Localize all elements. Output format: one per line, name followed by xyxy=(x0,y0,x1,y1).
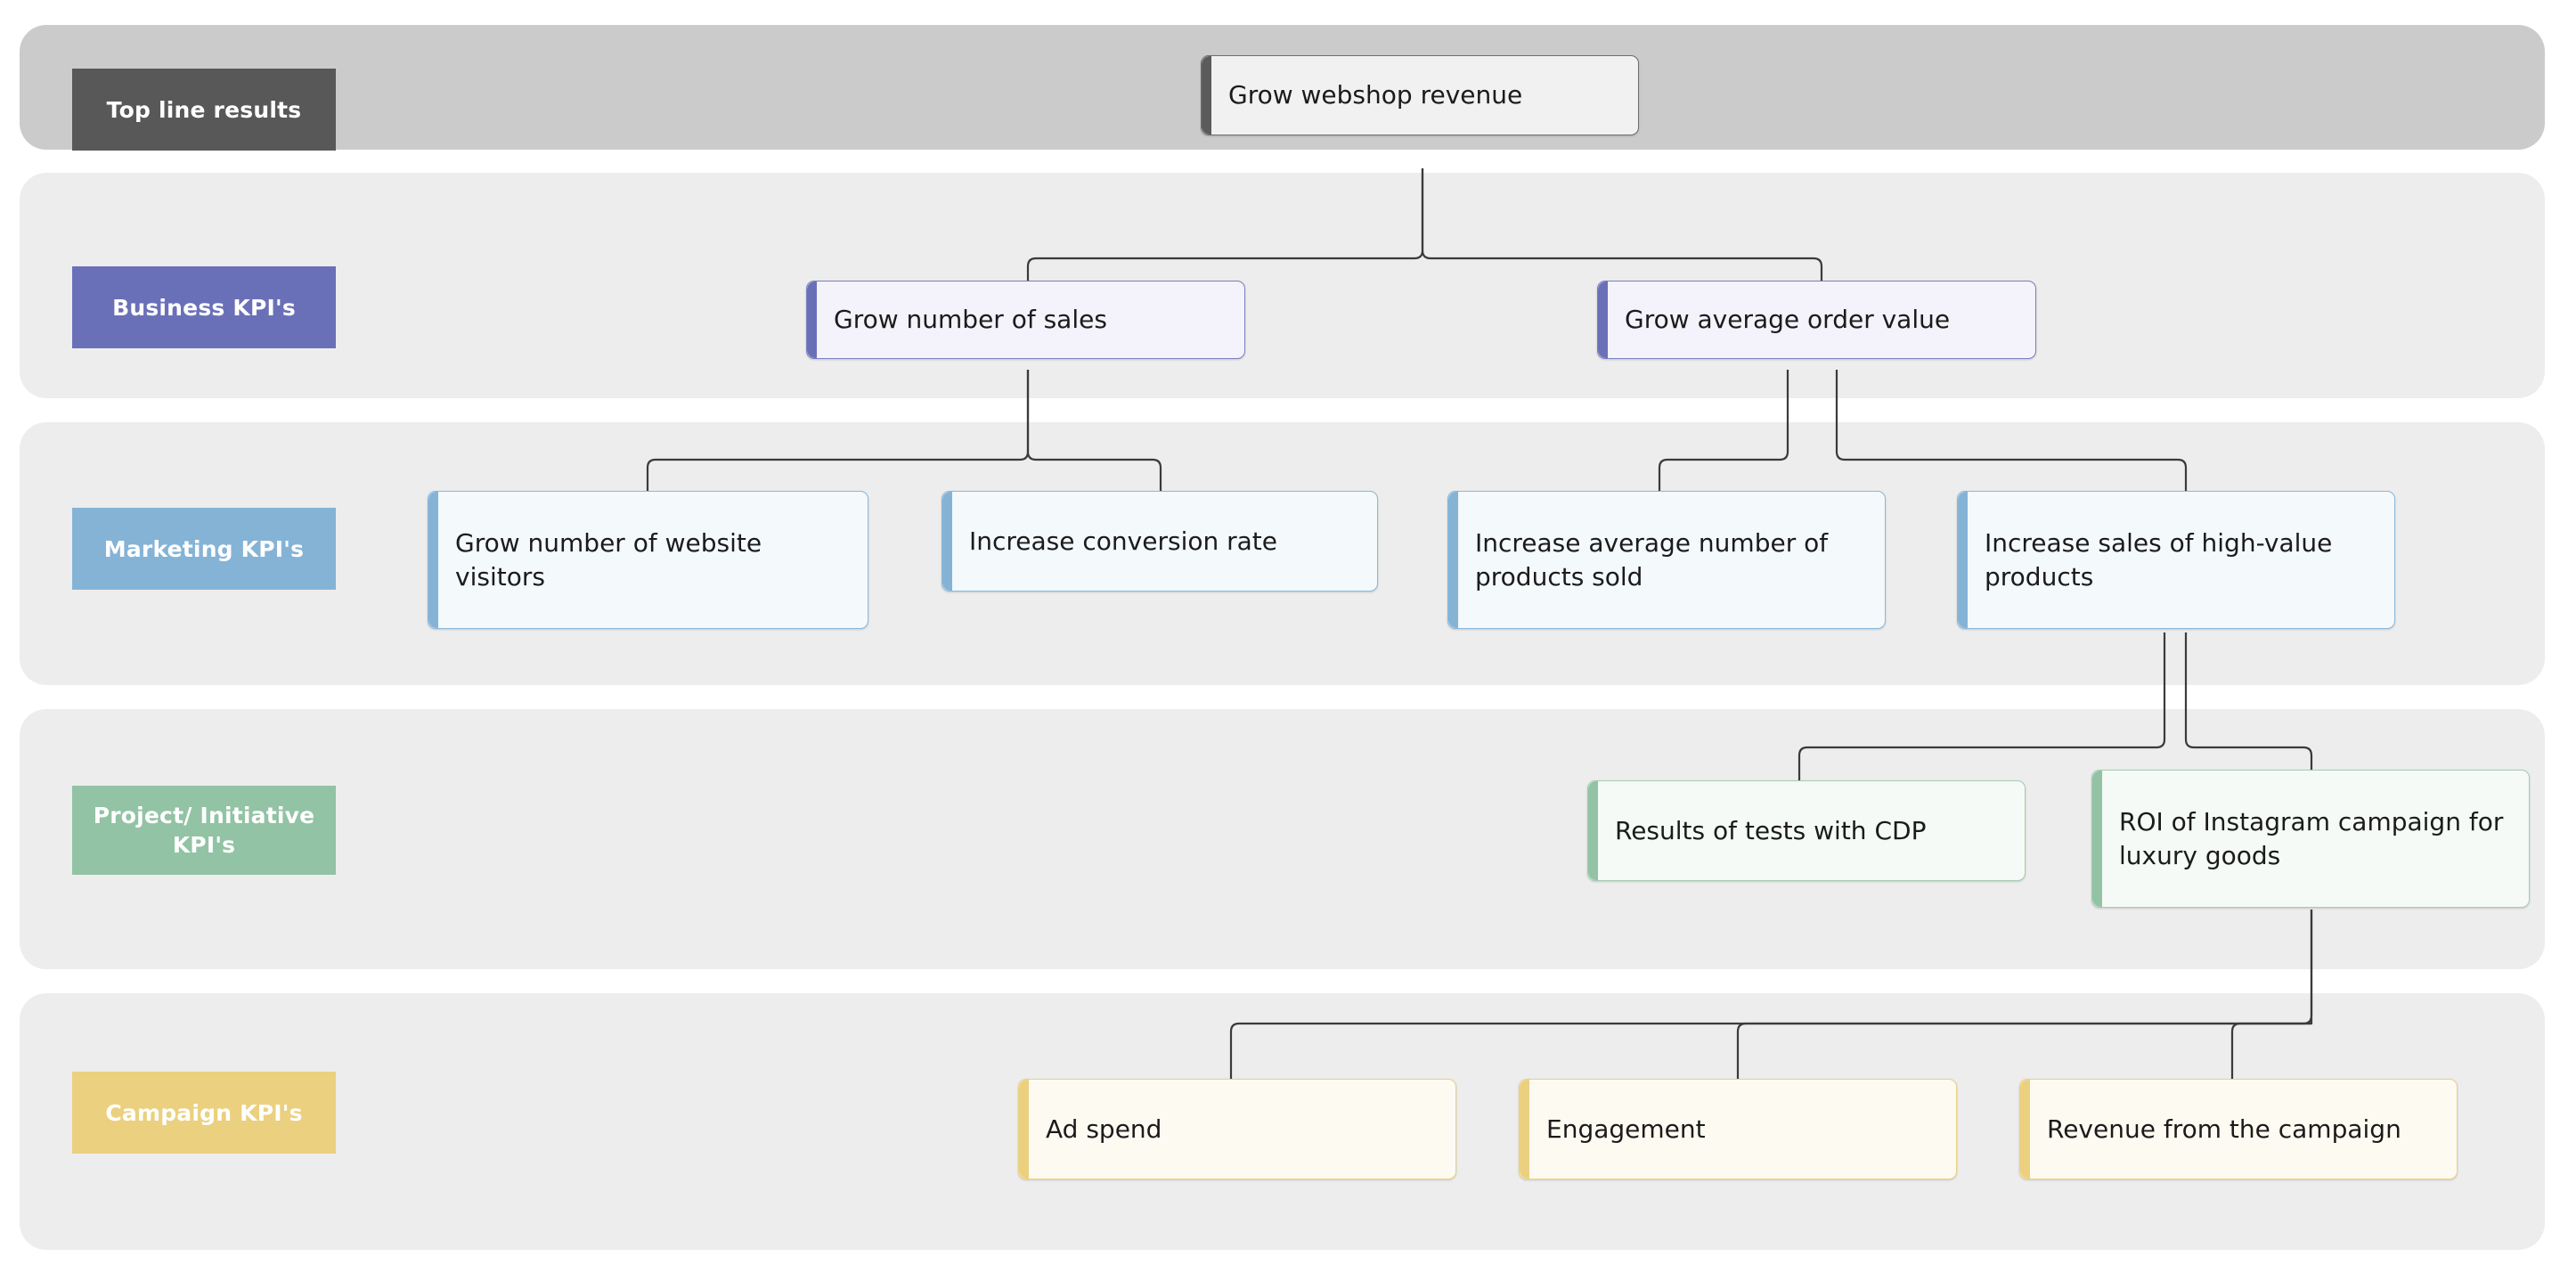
node-grow-average-order-value[interactable]: Grow average order value xyxy=(1597,281,2036,359)
row-label-text: Business KPI's xyxy=(112,294,296,321)
node-revenue-from-the-campaign[interactable]: Revenue from the campaign xyxy=(2019,1079,2458,1179)
node-engagement[interactable]: Engagement xyxy=(1519,1079,1957,1179)
node-roi-of-instagram-campaign[interactable]: ROI of Instagram campaign for luxury goo… xyxy=(2091,770,2530,908)
node-label: Increase conversion rate xyxy=(969,526,1277,556)
node-grow-number-of-website-visitors[interactable]: Grow number of website visitors xyxy=(428,491,868,629)
row-label-project-initiative-kpis: Project/ Initiative KPI's xyxy=(72,786,336,875)
row-label-top-line-results: Top line results xyxy=(72,69,336,151)
node-increase-sales-of-high-value-products[interactable]: Increase sales of high-value products xyxy=(1957,491,2395,629)
node-label: Grow number of sales xyxy=(834,305,1107,335)
node-label: Increase average number of products sold xyxy=(1475,527,1829,592)
node-label: Ad spend xyxy=(1046,1114,1162,1144)
node-grow-webshop-revenue[interactable]: Grow webshop revenue xyxy=(1201,55,1639,135)
node-label: Grow number of website visitors xyxy=(455,527,762,592)
node-label: Increase sales of high-value products xyxy=(1985,527,2333,592)
node-label: ROI of Instagram campaign for luxury goo… xyxy=(2119,806,2504,870)
node-results-of-tests-with-cdp[interactable]: Results of tests with CDP xyxy=(1587,780,2026,881)
row-label-business-kpis: Business KPI's xyxy=(72,266,336,348)
row-label-marketing-kpis: Marketing KPI's xyxy=(72,508,336,590)
row-label-text: Campaign KPI's xyxy=(105,1099,303,1126)
node-label: Grow average order value xyxy=(1625,305,1951,335)
node-increase-average-number-of-products-sold[interactable]: Increase average number of products sold xyxy=(1447,491,1886,629)
row-label-campaign-kpis: Campaign KPI's xyxy=(72,1072,336,1154)
node-increase-conversion-rate[interactable]: Increase conversion rate xyxy=(942,491,1378,592)
node-label: Grow webshop revenue xyxy=(1228,80,1523,110)
node-ad-spend[interactable]: Ad spend xyxy=(1018,1079,1456,1179)
band-business-kpis xyxy=(20,173,2545,398)
node-grow-number-of-sales[interactable]: Grow number of sales xyxy=(806,281,1245,359)
row-label-text: Top line results xyxy=(106,96,302,123)
node-label: Results of tests with CDP xyxy=(1615,815,1927,845)
row-label-text: Marketing KPI's xyxy=(103,535,305,562)
node-label: Engagement xyxy=(1546,1114,1706,1144)
row-label-text: Project/ Initiative KPI's xyxy=(93,803,315,858)
node-label: Revenue from the campaign xyxy=(2047,1114,2401,1144)
